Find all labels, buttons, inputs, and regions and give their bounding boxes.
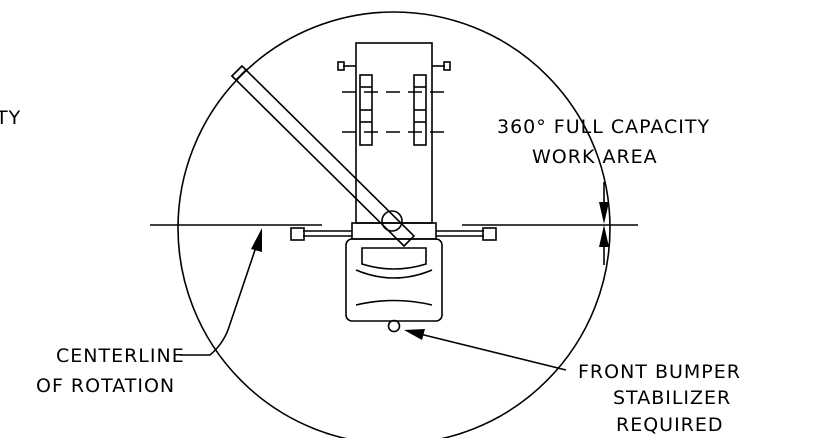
work-area-arrow-up <box>599 225 609 247</box>
bumper-label-line2: STABILIZER <box>613 387 731 409</box>
outrigger-pad-left <box>290 227 305 241</box>
centerline-leader <box>180 249 256 356</box>
truck-cab <box>345 238 443 322</box>
truck-bed <box>337 42 451 224</box>
work-area-circle <box>177 11 611 442</box>
centerline-label-line1: CENTERLINE <box>56 345 185 367</box>
centerline-arrowhead <box>251 228 262 252</box>
work-area-arrow-down <box>599 202 609 224</box>
capacity-label-line1: 360° FULL CAPACITY <box>497 116 710 138</box>
centerline-label-line2: OF ROTATION <box>36 375 175 397</box>
front-bumper-stabilizer <box>387 319 401 333</box>
outrigger-pad-right <box>482 227 497 241</box>
clipped-label-fragment: TY <box>0 107 21 129</box>
bumper-label-line1: FRONT BUMPER <box>578 361 741 383</box>
crane-boom <box>230 64 416 248</box>
bumper-label-line3: REQUIRED <box>616 414 724 436</box>
capacity-label-line2: WORK AREA <box>532 146 658 168</box>
boom-pivot <box>381 210 403 232</box>
bumper-arrowhead <box>404 329 425 340</box>
bumper-leader <box>419 333 567 371</box>
